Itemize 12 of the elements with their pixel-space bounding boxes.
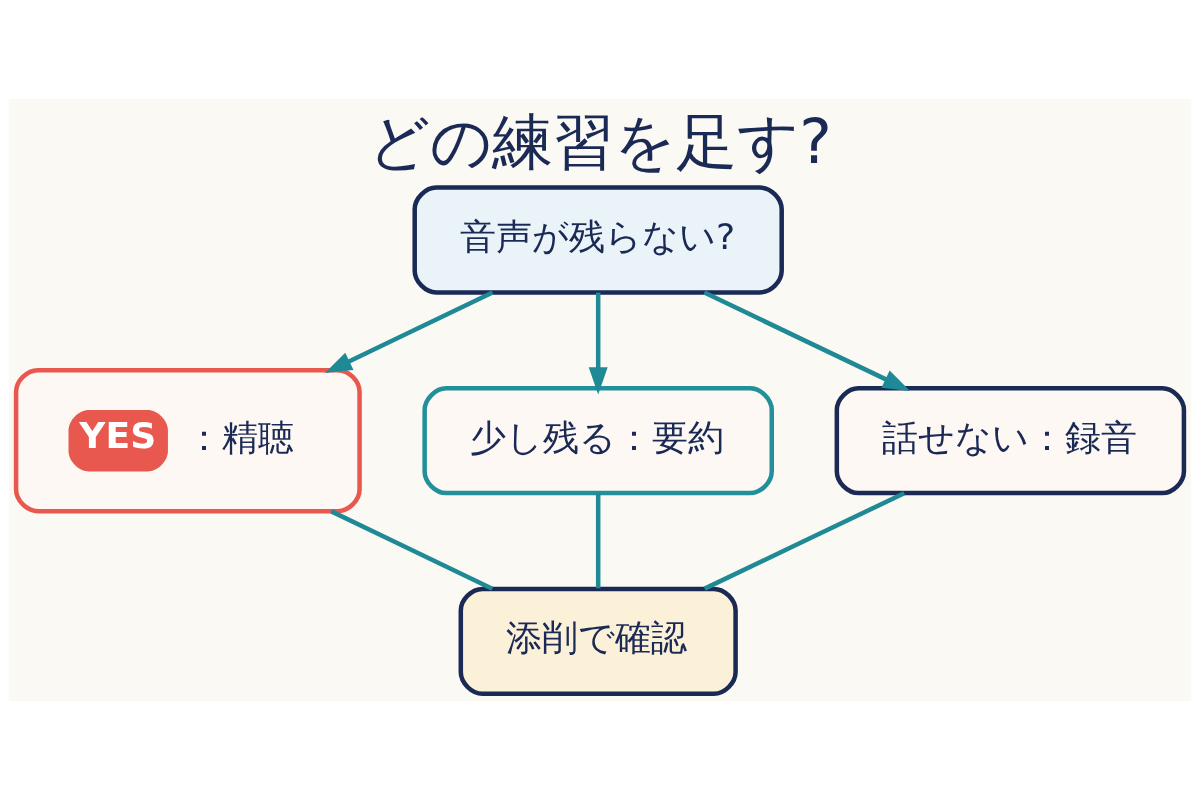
arrow bbox=[703, 290, 911, 391]
node-box: YES ：精聴 bbox=[13, 367, 362, 514]
arrow bbox=[588, 292, 608, 395]
node-box: 少し残る：要約 bbox=[422, 386, 774, 496]
connector bbox=[703, 491, 906, 591]
node-box: 添削で確認 bbox=[458, 586, 738, 697]
diagram-title: どの練習を足す? bbox=[368, 105, 832, 177]
connector bbox=[595, 493, 601, 589]
connector bbox=[330, 509, 494, 591]
node-box: 音声が残らない? bbox=[412, 185, 784, 295]
arrow bbox=[324, 290, 494, 374]
node-box: 話せない：録音 bbox=[834, 386, 1187, 496]
